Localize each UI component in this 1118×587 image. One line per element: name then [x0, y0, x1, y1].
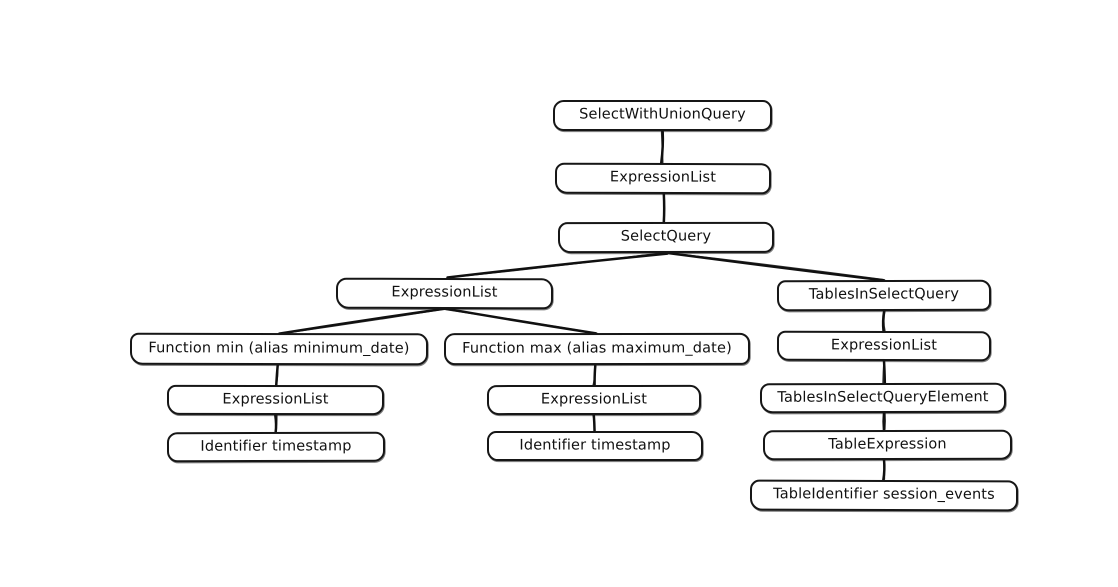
ast-node-label: TablesInSelectQuery [808, 286, 960, 303]
ast-node-label: Function min (alias minimum_date) [148, 339, 410, 357]
ast-node-label: TableExpression [828, 436, 947, 453]
edge-n5-n8 [881, 309, 886, 332]
ast-node-label: SelectWithUnionQuery [579, 106, 746, 123]
edge-n1-n2 [660, 130, 665, 164]
edge-n8-n11 [882, 359, 887, 385]
ast-node-label: ExpressionList [540, 391, 648, 408]
edge-n14-n15 [882, 458, 886, 482]
ast-node-label: TableIdentifier session_events [773, 486, 995, 504]
ast-node-n13[interactable]: Identifier timestamp [486, 430, 704, 462]
ast-node-label: TablesInSelectQueryElement [777, 388, 989, 406]
edge-n3-n4 [446, 251, 669, 279]
ast-node-n4[interactable]: ExpressionList [335, 277, 554, 310]
edge-n6-n9 [274, 363, 279, 387]
edge-n11-n14 [882, 411, 886, 432]
ast-node-n15[interactable]: TableIdentifier session_events [749, 479, 1019, 512]
ast-node-n14[interactable]: TableExpression [762, 429, 1013, 461]
ast-node-n10[interactable]: ExpressionList [486, 384, 702, 416]
ast-node-label: Function max (alias maximum_date) [462, 340, 732, 357]
ast-node-n7[interactable]: Function max (alias maximum_date) [443, 332, 751, 366]
ast-node-n1[interactable]: SelectWithUnionQuery [552, 99, 773, 132]
ast-node-n3[interactable]: SelectQuery [557, 221, 775, 254]
ast-node-label: SelectQuery [620, 228, 712, 245]
ast-node-label: Identifier timestamp [200, 438, 352, 455]
edge-n4-n7 [444, 307, 598, 335]
edge-n10-n13 [592, 414, 596, 433]
ast-node-n12[interactable]: Identifier timestamp [166, 431, 386, 463]
ast-node-label: ExpressionList [830, 337, 938, 354]
ast-node-n6[interactable]: Function min (alias minimum_date) [129, 332, 429, 366]
edge-n9-n12 [274, 414, 278, 434]
ast-node-label: Identifier timestamp [519, 437, 671, 454]
ast-node-n11[interactable]: TablesInSelectQueryElement [759, 382, 1007, 414]
edge-n2-n3 [662, 192, 666, 224]
ast-node-label: ExpressionList [391, 284, 498, 301]
edge-n3-n5 [665, 251, 886, 282]
ast-node-n2[interactable]: ExpressionList [554, 162, 772, 195]
ast-node-label: ExpressionList [609, 169, 717, 186]
ast-node-n8[interactable]: ExpressionList [776, 330, 992, 362]
ast-node-n5[interactable]: TablesInSelectQuery [776, 279, 992, 312]
edge-n7-n10 [592, 363, 597, 387]
ast-node-n9[interactable]: ExpressionList [166, 384, 385, 416]
ast-node-label: ExpressionList [222, 391, 329, 408]
edge-n4-n6 [278, 307, 447, 335]
